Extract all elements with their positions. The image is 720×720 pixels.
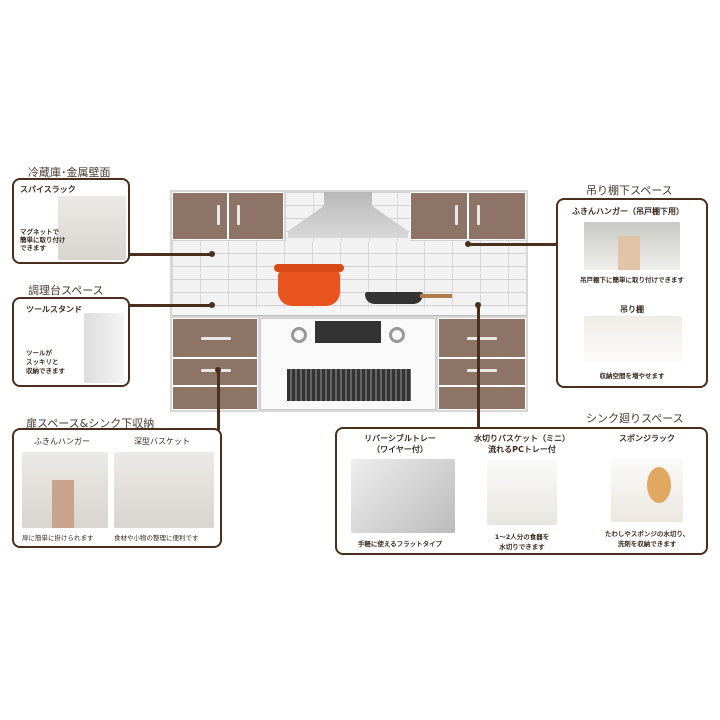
connector-dot <box>475 302 481 308</box>
lower-drawer-right-2 <box>438 358 526 386</box>
section-title-sink: シンク廻りスペース <box>586 412 684 425</box>
product-name: ふきんハンガー <box>34 437 90 446</box>
caption: ツールが スッキリと 収納できます <box>26 349 65 375</box>
upper-cabinet-right-2 <box>468 192 526 240</box>
tool-stand-photo <box>84 313 124 383</box>
section-title-fridge: 冷蔵庫･金属壁面 <box>28 166 111 179</box>
lower-drawer-right-1 <box>438 318 526 358</box>
product-name: 深型バスケット <box>134 437 190 446</box>
tool-stand-card: ツールスタンド ツールが スッキリと 収納できます <box>12 297 130 387</box>
spice-rack-photo <box>58 196 126 260</box>
knob-icon <box>389 327 405 343</box>
connector-dot <box>465 241 471 247</box>
kitchen-illustration <box>170 190 528 412</box>
product-name: ふきんハンガー（吊戸棚下用） <box>572 207 684 216</box>
connector-line <box>477 305 480 429</box>
caption: 吊戸棚下に簡単に取り付けできます <box>580 276 684 284</box>
tile-wall <box>172 240 526 308</box>
upper-cabinet-right-1 <box>410 192 468 240</box>
oven-window <box>287 369 411 401</box>
knob-icon <box>291 327 307 343</box>
section-title-hanging: 吊り棚下スペース <box>586 184 673 197</box>
towel-icon <box>52 480 74 528</box>
section-title-door: 扉スペース&シンク下収納 <box>26 417 155 430</box>
hanging-shelf-photo <box>584 316 682 362</box>
connector-line <box>130 253 212 256</box>
towel-icon <box>618 236 640 270</box>
lower-drawer-left-1 <box>172 318 258 358</box>
pot-lid-icon <box>274 264 344 272</box>
connector-line <box>217 370 220 430</box>
pot-icon <box>278 270 340 306</box>
sink-area-card: リバーシブルトレー （ワイヤー付） 手軽に使えるフラットタイプ 水切りバスケット… <box>335 427 708 555</box>
lower-drawer-left-3 <box>172 386 258 410</box>
deep-basket-photo <box>114 452 214 528</box>
product-name: ツールスタンド <box>26 305 82 314</box>
stove-panel <box>315 321 381 343</box>
tray-photo <box>351 459 455 533</box>
product-dish-basket: 水切りバスケット（ミニ） 流れるPCトレー付 1～2人分の食器を 水切りできます <box>474 434 570 551</box>
connector-dot <box>215 367 221 373</box>
door-storage-card: ふきんハンガー 扉に簡単に掛けられます 深型バスケット 食材や小物の整理に便利で… <box>12 428 222 548</box>
dish-basket-photo <box>487 459 557 525</box>
product-sponge-rack: スポンジラック たわしやスポンジの水切り、 洗剤を収納できます <box>604 434 690 548</box>
lower-drawer-right-3 <box>438 386 526 410</box>
caption: 扉に簡単に掛けられます <box>22 534 94 542</box>
caption: 食材や小物の整理に便利です <box>114 534 199 542</box>
connector-dot <box>209 251 215 257</box>
spice-rack-card: スパイスラック マグネットで 簡単に取り付け できます <box>12 178 130 264</box>
connector-dot <box>209 302 215 308</box>
frying-pan-icon <box>365 292 423 304</box>
countertop <box>172 308 526 316</box>
frying-pan-handle <box>420 294 452 298</box>
connector-line <box>130 304 212 307</box>
product-name: スパイスラック <box>20 185 76 194</box>
caption: 収納空間を増やせます <box>599 372 665 380</box>
hanging-shelf-card: ふきんハンガー（吊戸棚下用） 吊戸棚下に簡単に取り付けできます 吊り棚 収納空間… <box>556 198 708 388</box>
caption: マグネットで 簡単に取り付け できます <box>20 228 66 252</box>
product-reversible-tray: リバーシブルトレー （ワイヤー付） 手軽に使えるフラットタイプ <box>345 433 455 548</box>
upper-cabinet-left-2 <box>228 192 284 240</box>
product-name: 吊り棚 <box>620 305 644 314</box>
section-title-counter: 調理台スペース <box>28 284 104 297</box>
stove <box>260 318 436 410</box>
upper-cabinet-left-1 <box>172 192 228 240</box>
connector-line <box>467 243 557 246</box>
sponge-icon <box>647 467 671 503</box>
